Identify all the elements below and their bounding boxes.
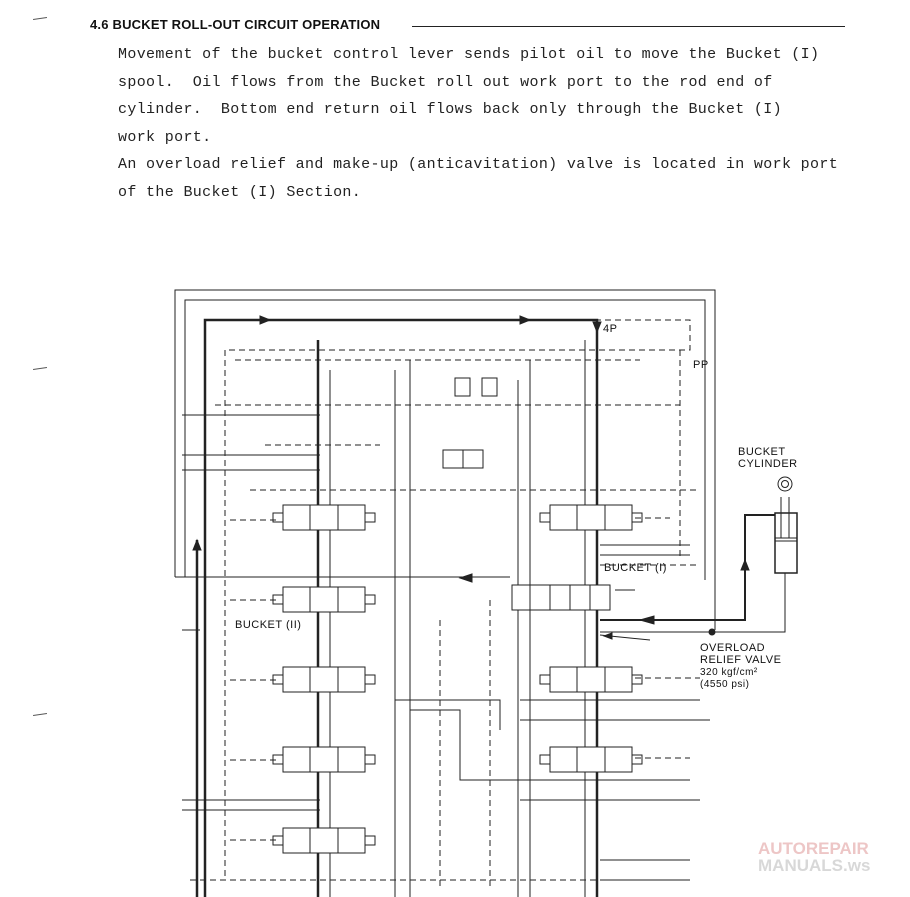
spool-valve: [539, 746, 643, 773]
section-number: 4.6: [90, 17, 109, 32]
label-bucket-cylinder: BUCKET: [738, 446, 786, 458]
label-bucket-cylinder: CYLINDER: [738, 458, 798, 470]
spool-valve: [272, 746, 376, 773]
watermark-line: AUTOREPAIR: [758, 839, 869, 858]
body-line: spool. Oil flows from the Bucket roll ou…: [118, 73, 773, 91]
section-title: BUCKET ROLL-OUT CIRCUIT OPERATION: [112, 17, 381, 32]
section-heading: 4.6 BUCKET ROLL-OUT CIRCUIT OPERATION: [90, 17, 380, 32]
bucket-cylinder: [774, 476, 798, 574]
body-text: Movement of the bucket control lever sen…: [118, 41, 838, 207]
spool-valves: [272, 504, 643, 854]
spool-valve: [539, 504, 643, 531]
label-bucket-i: BUCKET (I): [604, 562, 667, 574]
heading-rule: [412, 26, 845, 27]
label-relief-psi: (4550 psi): [700, 679, 749, 690]
pilot-valve: [442, 377, 498, 469]
spool-valve: [272, 666, 376, 693]
body-line: An overload relief and make-up (anticavi…: [118, 156, 839, 174]
spool-valve: [272, 504, 376, 531]
label-overload-relief: RELIEF VALVE: [700, 654, 781, 666]
label-4p: 4P: [603, 323, 617, 335]
label-bucket-ii: BUCKET (II): [235, 619, 301, 631]
diagram-labels: 4P PP BUCKET CYLINDER BUCKET (I) BUCKET …: [235, 323, 798, 690]
spool-valve: [272, 827, 376, 854]
label-overload-relief: OVERLOAD: [700, 642, 765, 654]
main-lines: [182, 315, 786, 897]
label-pp: PP: [693, 359, 709, 371]
body-line: of the Bucket (I) Section.: [118, 183, 362, 201]
spool-valve: [272, 586, 376, 613]
body-line: work port.: [118, 128, 212, 146]
pilot-lines: [190, 319, 700, 890]
body-line: Movement of the bucket control lever sen…: [118, 46, 820, 63]
body-line: cylinder. Bottom end return oil flows ba…: [118, 101, 782, 119]
spool-valve: [539, 666, 643, 693]
watermark-logo: AUTOREPAIR MANUALS.ws: [758, 840, 870, 874]
label-relief-pressure: 320 kgf/cm²: [700, 667, 758, 678]
bucket-i-valve: [511, 584, 611, 611]
watermark-line: MANUALS.ws: [758, 856, 871, 875]
